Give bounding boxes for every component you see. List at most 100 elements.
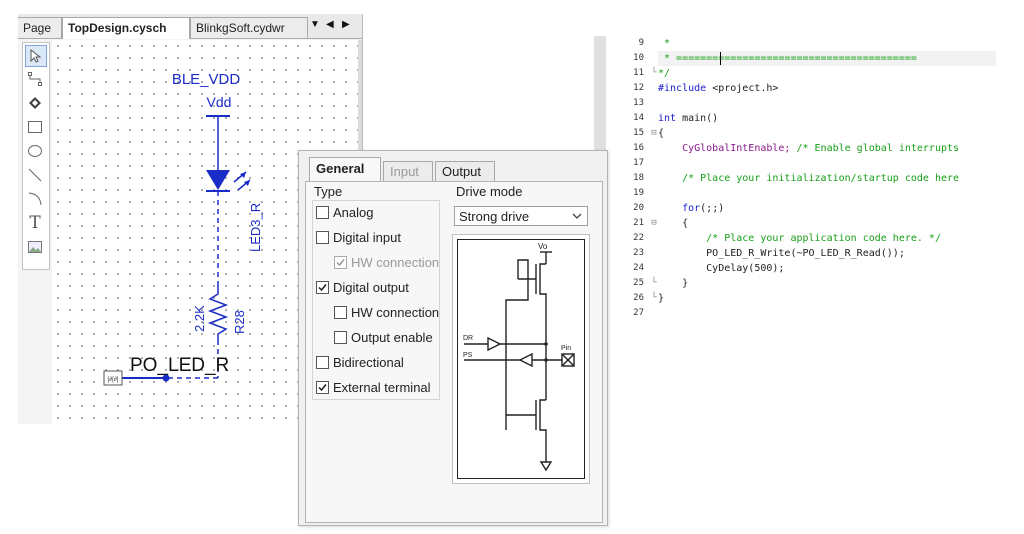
pin-terminal [561, 353, 575, 367]
code-line[interactable]: */ [658, 66, 670, 81]
code-line[interactable]: /* Place your application code here. */ [658, 231, 941, 246]
dr-buffer [487, 336, 502, 352]
tab-blinkgsoft-cydwr[interactable]: BlinkgSoft.cydwr [190, 17, 308, 38]
option-bidirectional[interactable]: Bidirectional [316, 354, 404, 372]
line-number: 22 [633, 233, 644, 243]
code-token: */ [658, 68, 671, 79]
line-number: 25 [633, 278, 644, 288]
checkbox-icon[interactable] [334, 306, 347, 319]
code-token: main() [676, 113, 719, 124]
drive-mode-select[interactable]: Strong drive [454, 206, 588, 226]
tab-scroll-right-icon[interactable]: ▶ [342, 19, 350, 30]
diagram-ps-label: PS [463, 352, 473, 359]
tab-output[interactable]: Output [435, 161, 495, 181]
line-number: 11 [633, 68, 644, 78]
code-token: } [658, 278, 689, 289]
led-ref-label: LED3_R [248, 203, 263, 252]
drive-wiring [505, 259, 529, 430]
arc-icon[interactable] [25, 189, 45, 209]
option-analog[interactable]: Analog [316, 204, 373, 222]
line-number: 10 [633, 53, 644, 63]
current-line-highlight [658, 51, 996, 66]
code-token: { [658, 218, 689, 229]
tab-input[interactable]: Input [383, 161, 433, 181]
code-line[interactable]: /* Place your initialization/startup cod… [658, 171, 959, 186]
option-hw-connection-sub[interactable]: HW connection [334, 304, 439, 322]
line-number: 19 [633, 188, 644, 198]
line-number: 17 [633, 158, 644, 168]
line-number: 27 [633, 308, 644, 318]
code-line[interactable]: * [658, 36, 670, 51]
code-line[interactable]: PO_LED_R_Write(~PO_LED_R_Read()); [658, 246, 905, 261]
code-line[interactable]: CyGlobalIntEnable; /* Enable global inte… [658, 141, 959, 156]
dialog-tab-bar: General Input Output [309, 157, 599, 181]
tab-scroll-left-icon[interactable]: ◀ [326, 19, 334, 30]
code-line[interactable]: } [658, 276, 688, 291]
checkbox-icon[interactable] [334, 331, 347, 344]
code-token: /* Place your initialization/startup cod… [658, 173, 960, 184]
fold-toggle-icon[interactable]: ⊟ [651, 128, 657, 138]
power-net-label: BLE_VDD [172, 71, 241, 88]
resistor-symbol[interactable] [207, 286, 229, 340]
rectangle-icon[interactable] [25, 117, 45, 137]
fold-end-icon: └ [651, 293, 657, 303]
line-icon[interactable] [25, 165, 45, 185]
code-token: /* Place your application code here. */ [658, 233, 941, 244]
led-symbol[interactable] [206, 170, 251, 192]
image-icon[interactable] [25, 237, 45, 257]
code-line[interactable]: } [658, 291, 664, 306]
code-token: #include [658, 83, 707, 94]
line-number: 15 [633, 128, 644, 138]
line-number: 12 [633, 83, 644, 93]
checkbox-checked-icon[interactable] [316, 381, 329, 394]
line-number: 23 [633, 248, 644, 258]
option-label: Digital input [333, 230, 401, 245]
line-number: 21 [633, 218, 644, 228]
code-line[interactable]: { [658, 126, 664, 141]
tab-general[interactable]: General [309, 157, 381, 181]
resistor-ref-label: R28 [232, 310, 247, 334]
checkbox-checked-icon[interactable] [334, 256, 347, 269]
checkbox-icon[interactable] [316, 231, 329, 244]
option-hw-connection-sub[interactable]: HW connection [334, 254, 439, 272]
fold-toggle-icon[interactable]: ⊟ [651, 218, 657, 228]
option-label: Bidirectional [333, 355, 404, 370]
checkbox-icon[interactable] [316, 356, 329, 369]
option-output-enable-sub[interactable]: Output enable [334, 329, 433, 347]
type-group [312, 200, 440, 400]
code-line[interactable]: CyDelay(500); [658, 261, 784, 276]
checkbox-checked-icon[interactable] [316, 281, 329, 294]
line-number: 26 [633, 293, 644, 303]
junction-dot [162, 374, 170, 382]
code-line[interactable]: int main() [658, 111, 718, 126]
pin-component-tag: [∂[∂] [108, 376, 119, 383]
drive-mode-diagram: Vo DR PS Pin [452, 234, 590, 484]
diagram-pin-label: Pin [561, 345, 571, 352]
option-label: HW connection [351, 305, 440, 320]
chevron-down-icon [571, 208, 583, 229]
tab-list-dropdown-icon[interactable]: ▼ [310, 19, 320, 30]
pin-component[interactable] [103, 370, 123, 386]
code-line[interactable]: { [658, 216, 688, 231]
option-digital-input[interactable]: Digital input [316, 229, 401, 247]
code-line[interactable]: * ======================================… [658, 51, 917, 66]
component-icon[interactable] [25, 93, 45, 113]
code-token: { [658, 128, 665, 139]
option-external-terminal[interactable]: External terminal [316, 379, 431, 397]
code-line[interactable]: for(;;) [658, 201, 724, 216]
code-token: <project.h> [706, 83, 779, 94]
wire-icon[interactable] [25, 69, 45, 89]
ellipse-icon[interactable] [25, 141, 45, 161]
ground-symbol [539, 461, 553, 472]
tab-page[interactable]: Page [18, 17, 62, 38]
select-icon[interactable] [25, 45, 47, 67]
option-digital-output[interactable]: Digital output [316, 279, 409, 297]
text-icon[interactable]: T [29, 213, 41, 233]
tab-topdesign-cysch[interactable]: TopDesign.cysch [62, 17, 190, 39]
checkbox-icon[interactable] [316, 206, 329, 219]
code-line[interactable]: #include <project.h> [658, 81, 778, 96]
drive-circuit-svg: Vo DR PS Pin [463, 242, 575, 472]
